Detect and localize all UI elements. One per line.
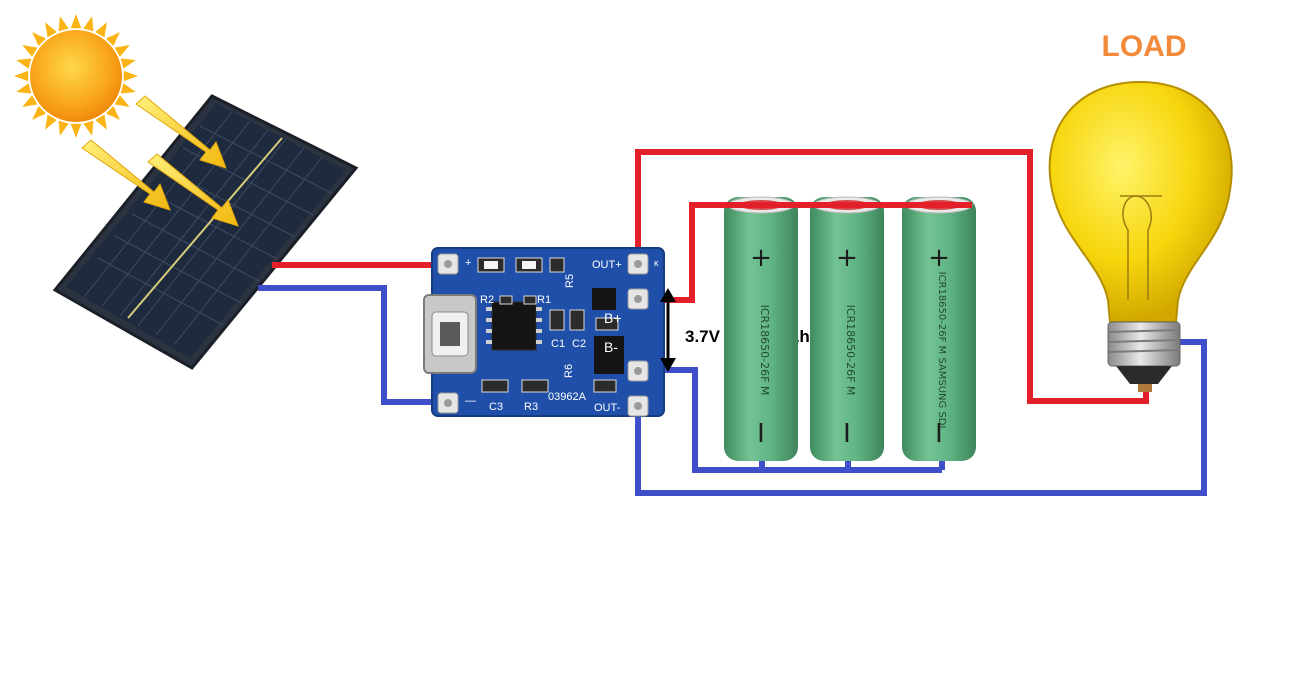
sun-ray <box>45 114 57 130</box>
sun-ray <box>95 22 107 38</box>
sun-ray <box>120 58 136 69</box>
sun-ray <box>106 32 120 46</box>
component-c1: C1 <box>551 338 565 350</box>
sun-ray <box>22 45 38 57</box>
negative-wires <box>258 285 1207 496</box>
battery-cell-1: + I ICR18650-26F M <box>724 196 798 461</box>
component-r3: R3 <box>524 401 538 413</box>
charger-ic <box>486 301 542 351</box>
sun-ray <box>106 106 120 120</box>
board-model: 03962A <box>548 391 587 403</box>
sun-ray <box>114 45 130 57</box>
sun-ray <box>14 70 29 82</box>
pin-b-plus-label: B+ <box>604 310 622 326</box>
positive-wires <box>272 149 1149 404</box>
cell-3-minus: I <box>935 419 943 449</box>
component-r1: R1 <box>537 294 551 306</box>
cell-1-minus: I <box>757 419 765 449</box>
component-r6: R6 <box>563 364 575 378</box>
sun-ray <box>58 120 69 136</box>
double-arrow-icon <box>660 288 676 372</box>
sun-ray <box>32 32 46 46</box>
cell-1-print: ICR18650-26F M <box>758 305 771 396</box>
sun-ray <box>95 114 107 130</box>
out-negative-wire <box>635 339 1207 496</box>
light-bulb-icon <box>1048 80 1233 392</box>
load-label: LOAD <box>1102 30 1187 63</box>
pin-in-plus-label: + <box>465 257 471 269</box>
cell-3-plus: + <box>928 243 950 273</box>
component-r2: R2 <box>480 294 494 306</box>
component-r5: R5 <box>564 274 576 288</box>
cell-1-plus: + <box>750 243 772 273</box>
sun-icon <box>14 14 138 138</box>
battery-cell-3: + I ICR18650-26F M SAMSUNG SDI <box>902 196 976 461</box>
sun-ray <box>123 70 138 82</box>
sun-ray <box>32 106 46 120</box>
component-c3: C3 <box>489 401 503 413</box>
cell-3-print: ICR18650-26F M SAMSUNG SDI <box>936 272 947 429</box>
sun-ray <box>114 95 130 107</box>
board-corner-mark: ĸ <box>654 258 659 268</box>
battery-cell-icon: + I ICR18650-26F M + I ICR18650-26F M + … <box>724 196 976 461</box>
sun-ray <box>45 22 57 38</box>
sun-ray <box>22 95 38 107</box>
sun-ray <box>83 120 94 136</box>
sun-ray <box>16 83 32 94</box>
pin-b-minus-label: B- <box>604 339 618 355</box>
sun-ray <box>83 16 94 32</box>
pin-out-minus-label: OUT- <box>594 402 621 414</box>
micro-usb-connector <box>423 294 477 374</box>
cell-2-print: ICR18650-26F M <box>844 305 857 396</box>
sun-ray <box>70 14 82 29</box>
sun-ray <box>16 58 32 69</box>
battery-negative-wire <box>638 367 942 473</box>
sun-ray <box>120 83 136 94</box>
pin-in-minus-label: — <box>465 395 476 407</box>
out-positive-wire <box>635 149 1149 404</box>
component-c2: C2 <box>572 338 586 350</box>
sunlight-arrows <box>81 95 239 227</box>
sun-ray <box>58 16 69 32</box>
battery-cell-2: + I ICR18650-26F M <box>810 196 884 461</box>
sun-ray <box>70 123 82 138</box>
charger-board: + — OUT+ OUT- B+ B- R2 R1 R5 C1 C2 R6 C3… <box>423 247 665 417</box>
cell-2-plus: + <box>836 243 858 273</box>
solar-panel-icon <box>52 94 359 370</box>
pin-out-plus-label: OUT+ <box>592 259 622 271</box>
cell-2-minus: I <box>843 419 851 449</box>
panel-negative-wire <box>258 285 452 405</box>
